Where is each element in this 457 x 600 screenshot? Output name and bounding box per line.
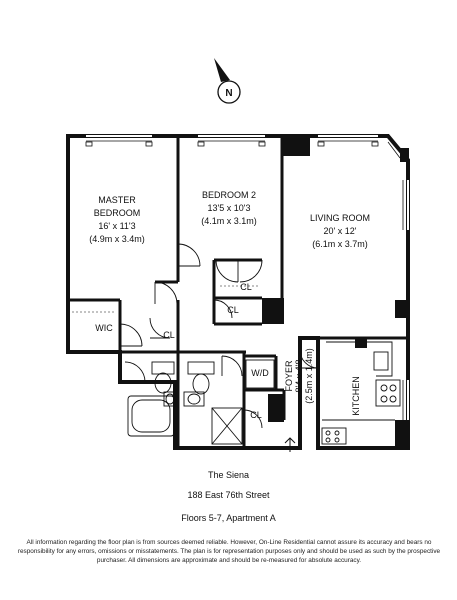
kitchen-fixtures [321, 341, 401, 445]
master-bedroom-label: MASTER BEDROOM 16' x 11'3 (4.9m x 3.4m) [89, 195, 145, 244]
closet-rods [72, 285, 258, 313]
foyer-label: FOYER 8'4 x 4'8 (2.5m x 1.4m) [284, 348, 314, 404]
living-room-label: LIVING ROOM 20' x 12' (6.1m x 3.7m) [310, 213, 370, 249]
interior-walls [68, 136, 408, 448]
svg-text:13'5 x 10'3: 13'5 x 10'3 [208, 203, 251, 213]
svg-text:16' x 11'3: 16' x 11'3 [98, 221, 135, 231]
svg-text:MASTER: MASTER [98, 195, 136, 205]
bathroom-fixtures [127, 359, 275, 445]
unit-info: Floors 5-7, Apartment A [181, 513, 276, 523]
window-sills [85, 140, 404, 420]
entry-arrow-icon [284, 437, 296, 452]
svg-text:8'4 x 4'8: 8'4 x 4'8 [294, 360, 304, 393]
closet-label: CL [240, 282, 252, 292]
wd-label: W/D [251, 368, 269, 378]
disclaimer-text: All information regarding the floor plan… [17, 539, 441, 564]
svg-text:(2.5m x 1.4m): (2.5m x 1.4m) [304, 348, 314, 404]
svg-text:BEDROOM 2: BEDROOM 2 [202, 190, 256, 200]
svg-text:(4.9m x 3.4m): (4.9m x 3.4m) [89, 234, 145, 244]
svg-text:(4.1m x 3.1m): (4.1m x 3.1m) [201, 216, 257, 226]
svg-text:FOYER: FOYER [284, 360, 294, 392]
compass-icon: N [214, 58, 241, 104]
svg-text:20' x 12': 20' x 12' [324, 226, 357, 236]
windows [86, 135, 409, 420]
svg-text:LIVING ROOM: LIVING ROOM [310, 213, 370, 223]
wic-label: WIC [95, 323, 113, 333]
svg-text:(6.1m x 3.7m): (6.1m x 3.7m) [312, 239, 368, 249]
compass-letter: N [225, 88, 232, 99]
building-name: The Siena [207, 470, 250, 480]
closet-label: CL [163, 330, 175, 340]
building-address: 188 East 76th Street [187, 490, 270, 500]
structural-columns [262, 136, 409, 448]
bedroom-2-label: BEDROOM 2 13'5 x 10'3 (4.1m x 3.1m) [201, 190, 257, 226]
closet-label: CL [250, 410, 262, 420]
doors [119, 243, 319, 429]
closet-label: CL [227, 305, 239, 315]
svg-text:BEDROOM: BEDROOM [94, 208, 141, 218]
kitchen-label: KITCHEN [351, 376, 361, 416]
